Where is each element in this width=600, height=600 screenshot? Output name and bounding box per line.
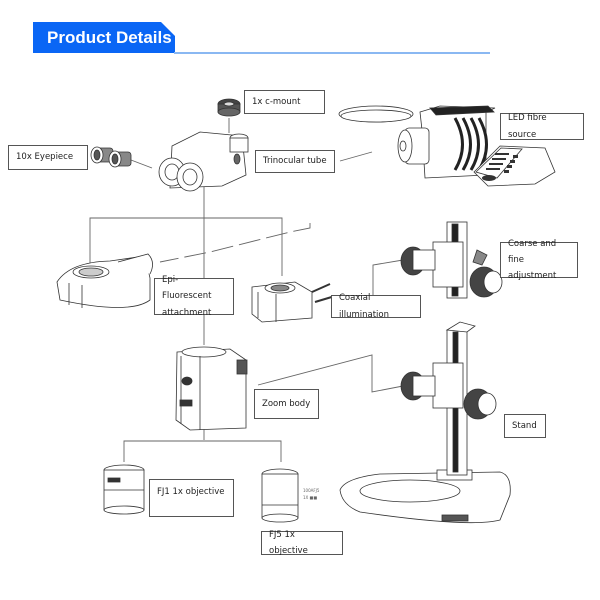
connector-coaxial-knob <box>372 259 404 297</box>
connector-trinocular-led <box>339 151 373 162</box>
coaxial-illumination-part <box>251 281 336 323</box>
label-stand: Stand <box>504 414 546 438</box>
label-fj5-objective: FJ5 1x objective <box>261 530 343 556</box>
connector-lines <box>89 118 404 462</box>
fj5-objective-part: 100AFJ5 1X ■■ <box>261 468 320 523</box>
label-text: 1x c-mount <box>252 96 301 107</box>
connector-zoom-stand <box>257 354 404 393</box>
svg-text:1X ■■: 1X ■■ <box>303 495 317 500</box>
led-fibre-source-part <box>338 105 556 187</box>
label-c-mount: 1x c-mount <box>244 90 325 114</box>
label-text: 10x Eyepiece <box>16 152 74 163</box>
label-text: Coarse and fine adjustment <box>508 238 557 282</box>
label-text: Coaxial illumination <box>339 293 389 320</box>
label-fj1-objective: FJ1 1x objective <box>149 479 234 517</box>
connector-epi-coaxial <box>89 217 283 276</box>
label-text: LED fibre source <box>508 113 547 140</box>
label-eyepiece: 10x Eyepiece <box>8 145 88 170</box>
label-trinocular-tube: Trinocular tube <box>255 150 335 173</box>
svg-text:100AFJ5: 100AFJ5 <box>303 488 320 493</box>
label-text: Trinocular tube <box>263 156 327 167</box>
label-text: FJ1 1x objective <box>157 487 225 497</box>
connector-eyepiece <box>130 159 153 169</box>
label-epi-fluorescent: Epi-Fluorescent attachment <box>154 275 234 318</box>
label-coarse-fine-adjustment: Coarse and fine adjustment <box>500 239 578 281</box>
c-mount-part <box>217 98 241 117</box>
header-divider <box>174 52 490 54</box>
connector-led-epi <box>159 223 311 263</box>
label-text: Epi-Fluorescent attachment <box>162 275 212 318</box>
header-underline-left <box>33 52 175 53</box>
led-control-buttons <box>482 153 518 181</box>
label-text: Stand <box>512 420 537 431</box>
stand-part <box>339 321 511 524</box>
label-led-fibre-source: LED fibre source <box>500 113 584 140</box>
section-title: Product Details <box>47 28 172 47</box>
epi-fluorescent-part <box>56 253 153 308</box>
section-title-tab: Product Details <box>33 22 175 53</box>
eyepiece-part <box>90 146 132 168</box>
trinocular-head-part <box>158 131 249 192</box>
label-zoom-body: Zoom body <box>254 389 319 419</box>
label-text: Zoom body <box>262 398 311 409</box>
focus-block-part <box>400 221 503 299</box>
zoom-body-part <box>175 346 248 431</box>
connector-objectives <box>123 440 282 462</box>
label-coaxial-illumination: Coaxial illumination <box>331 293 421 320</box>
label-text: FJ5 1x objective <box>269 529 308 556</box>
fj1-objective-part <box>103 464 145 515</box>
